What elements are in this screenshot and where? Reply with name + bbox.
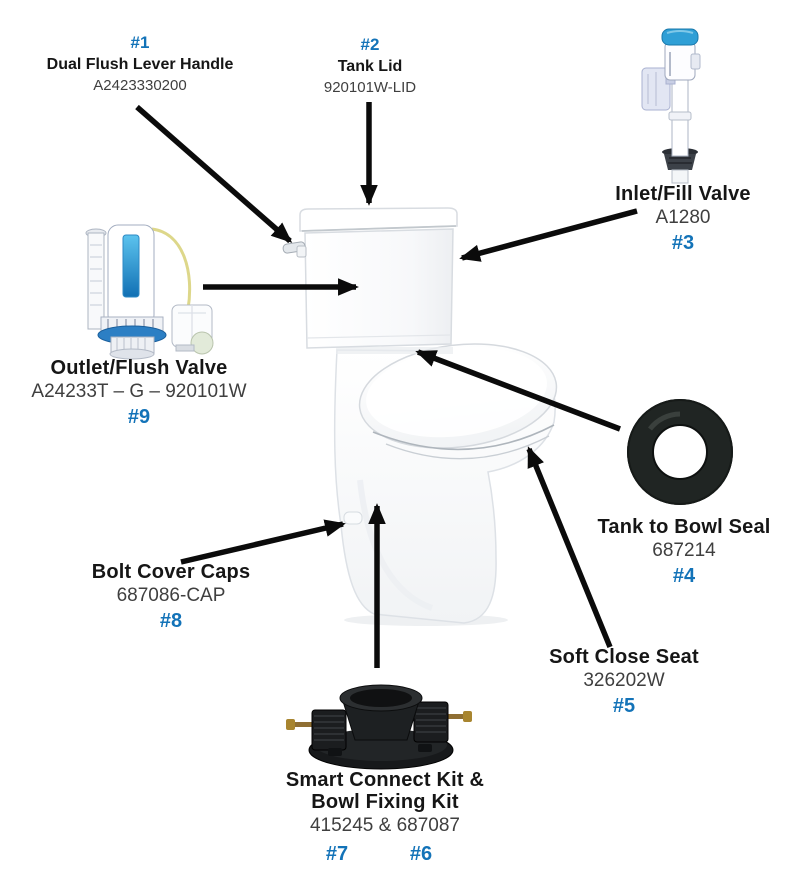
arrows [135,102,638,668]
tank-to-bowl-seal-image [625,399,735,507]
part-number: #9 [127,406,151,428]
right-foot [418,744,432,752]
part-name: Soft Close Seat [549,646,699,668]
part-number: #8 [159,610,183,632]
thread-lines [116,338,146,353]
arrow-to-flush-lever [135,104,293,244]
valve-head-arm [690,53,701,70]
part-code: 687086-CAP [116,585,226,606]
left-bolt [292,722,316,727]
label-smart-connect-and-bowl-fixing-kit: Smart Connect Kit & Bowl Fixing Kit 4152… [260,769,510,865]
right-bracket-ridges [416,707,446,733]
fill-valve-cap [661,28,699,46]
bolt-cover-cap-shape [343,511,363,525]
part-number: #3 [671,232,695,254]
actuator-button [190,331,214,355]
arrow-to-seat [526,446,613,649]
part-name: Dual Flush Lever Handle [46,56,234,73]
part-name: Bolt Cover Caps [91,561,251,583]
part-name: Tank to Bowl Seal [597,516,771,538]
tank-lid-seam [301,225,457,232]
outlet-bottom [109,348,155,360]
label-tank-to-bowl-seal: Tank to Bowl Seal 687214 #4 [584,516,784,587]
part-number: #1 [130,33,150,52]
tank-lid-shape [299,207,458,232]
seal-ring [627,399,733,505]
label-soft-close-seat: Soft Close Seat 326202W #5 [524,646,724,717]
tank-body [304,228,454,349]
label-bolt-cover-caps: Bolt Cover Caps 687086-CAP #8 [71,561,271,632]
part-name-line2: Bowl Fixing Kit [311,791,459,813]
part-numbers-row: #7 #6 [254,840,504,865]
cap-highlight [666,30,694,34]
arrow-to-base-bolt-cap [180,519,346,565]
seal-highlight [648,411,681,431]
part-code: A1280 [655,207,711,228]
right-bolt [442,714,466,719]
part-code: A2423330200 [93,77,187,94]
seat-ring-edge-line [372,424,555,451]
fixing-kit-image [286,672,472,772]
part-code: 687214 [652,540,716,561]
collar-slots [107,319,154,332]
flush-lever-handle-shape [282,241,307,258]
left-foot [328,748,342,756]
flush-valve-image [74,221,224,363]
right-bolt-head [463,711,472,722]
part-name-line1: Smart Connect Kit & [285,769,485,791]
float-cup-lines [647,72,657,106]
locknut-ridges [668,157,692,164]
left-bracket-ridges [314,715,344,741]
bowl-shading-line [357,479,434,611]
arrow-to-tank-from-fill-valve [459,208,638,262]
actuator-base-tab [175,344,195,352]
part-name: Outlet/Flush Valve [50,357,228,379]
fill-valve-shank [671,169,689,184]
part-number-smart-connect: #7 [325,843,349,865]
actuator-cable [151,227,192,310]
fill-valve-image [618,24,730,186]
part-number-bowl-fixing: #6 [409,843,433,865]
indicator-window [122,234,140,298]
part-number: #5 [612,695,636,717]
toilet-seat-lid [358,343,558,449]
label-dual-flush-lever-handle: #1 Dual Flush Lever Handle A2423330200 [30,33,250,96]
part-code: A24233T – G – 920101W [31,381,247,402]
overflow-tube-ridges [90,244,102,306]
part-code: 326202W [583,670,665,691]
tank-lower-seam [306,334,451,339]
label-tank-lid: #2 Tank Lid 920101W-LID [295,35,445,98]
part-code: 920101W-LID [323,79,417,96]
kit-cone-opening [350,689,412,707]
label-outlet-flush-valve: Outlet/Flush Valve A24233T – G – 920101W… [19,357,259,428]
seal-inner-edge [652,424,708,480]
left-bolt-head [286,719,295,730]
part-name: Tank Lid [337,58,403,75]
seal-outer-edge [627,399,733,505]
part-number: #2 [360,35,380,54]
shaft-adjuster [668,111,692,121]
part-name: Inlet/Fill Valve [615,183,751,205]
part-number: #4 [672,565,696,587]
toilet-illustration [282,207,558,626]
tank-base-shadow [336,347,453,354]
seat-ring-lower-line [385,435,550,460]
part-code: 415245 & 687087 [309,815,461,836]
arrow-to-tank-bowl-junction [415,349,621,432]
label-inlet-fill-valve: Inlet/Fill Valve A1280 #3 [583,183,783,254]
